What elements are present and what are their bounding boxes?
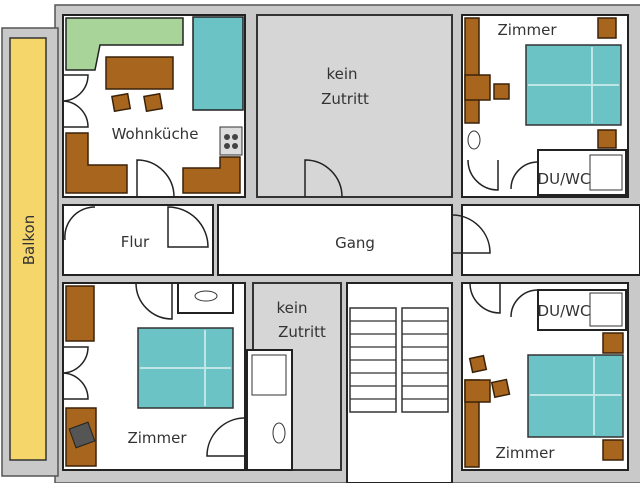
- toilet-icon: [589, 292, 623, 327]
- wardrobe: [464, 17, 480, 124]
- label-balkon: Balkon: [20, 215, 38, 266]
- label-zimmer-bottom-left: Zimmer: [127, 429, 187, 447]
- desk: [464, 74, 491, 101]
- chair: [490, 378, 511, 399]
- stove-icon: [219, 126, 243, 156]
- label-gang: Gang: [335, 234, 375, 252]
- chair: [68, 421, 96, 449]
- toilet-icon: [589, 154, 623, 191]
- kitchen-counter: [65, 17, 184, 71]
- label-kein-zutritt-small-1: kein: [276, 299, 307, 317]
- sink-icon: [272, 422, 286, 444]
- sink-icon: [194, 290, 218, 302]
- label-kein-zutritt-top-1: kein: [326, 65, 357, 83]
- chair: [143, 92, 164, 113]
- corridor-right: [461, 204, 640, 276]
- label-flur: Flur: [121, 233, 150, 251]
- label-wohnkueche: Wohnküche: [112, 125, 199, 143]
- wardrobe: [65, 285, 95, 342]
- label-du-wc-top: DU/WC: [538, 170, 591, 188]
- chair: [468, 354, 488, 374]
- label-zimmer-bottom-right: Zimmer: [495, 444, 555, 462]
- nightstand: [602, 332, 624, 354]
- kitchen-cabinet-left: [65, 132, 128, 194]
- nightstand: [597, 17, 617, 39]
- label-kein-zutritt-top-2: Zutritt: [321, 90, 369, 108]
- stairs: [349, 307, 449, 413]
- dining-table: [105, 56, 174, 90]
- sink-icon: [467, 130, 481, 150]
- sofa: [192, 16, 244, 111]
- nightstand: [602, 439, 624, 461]
- label-zimmer-top-right: Zimmer: [497, 21, 557, 39]
- kitchen-cabinet-right: [182, 156, 241, 194]
- room-flur: [62, 204, 214, 276]
- chair: [111, 92, 132, 113]
- room-gang: [217, 204, 453, 276]
- nightstand: [597, 129, 617, 149]
- label-kein-zutritt-small-2: Zutritt: [278, 323, 326, 341]
- shower-icon: [251, 354, 287, 396]
- room-kein-zutritt-top: [256, 14, 453, 198]
- label-du-wc-bottom: DU/WC: [538, 302, 591, 320]
- balcony: [9, 37, 47, 461]
- desk: [464, 379, 491, 403]
- doors: [61, 74, 539, 457]
- chair: [493, 83, 510, 100]
